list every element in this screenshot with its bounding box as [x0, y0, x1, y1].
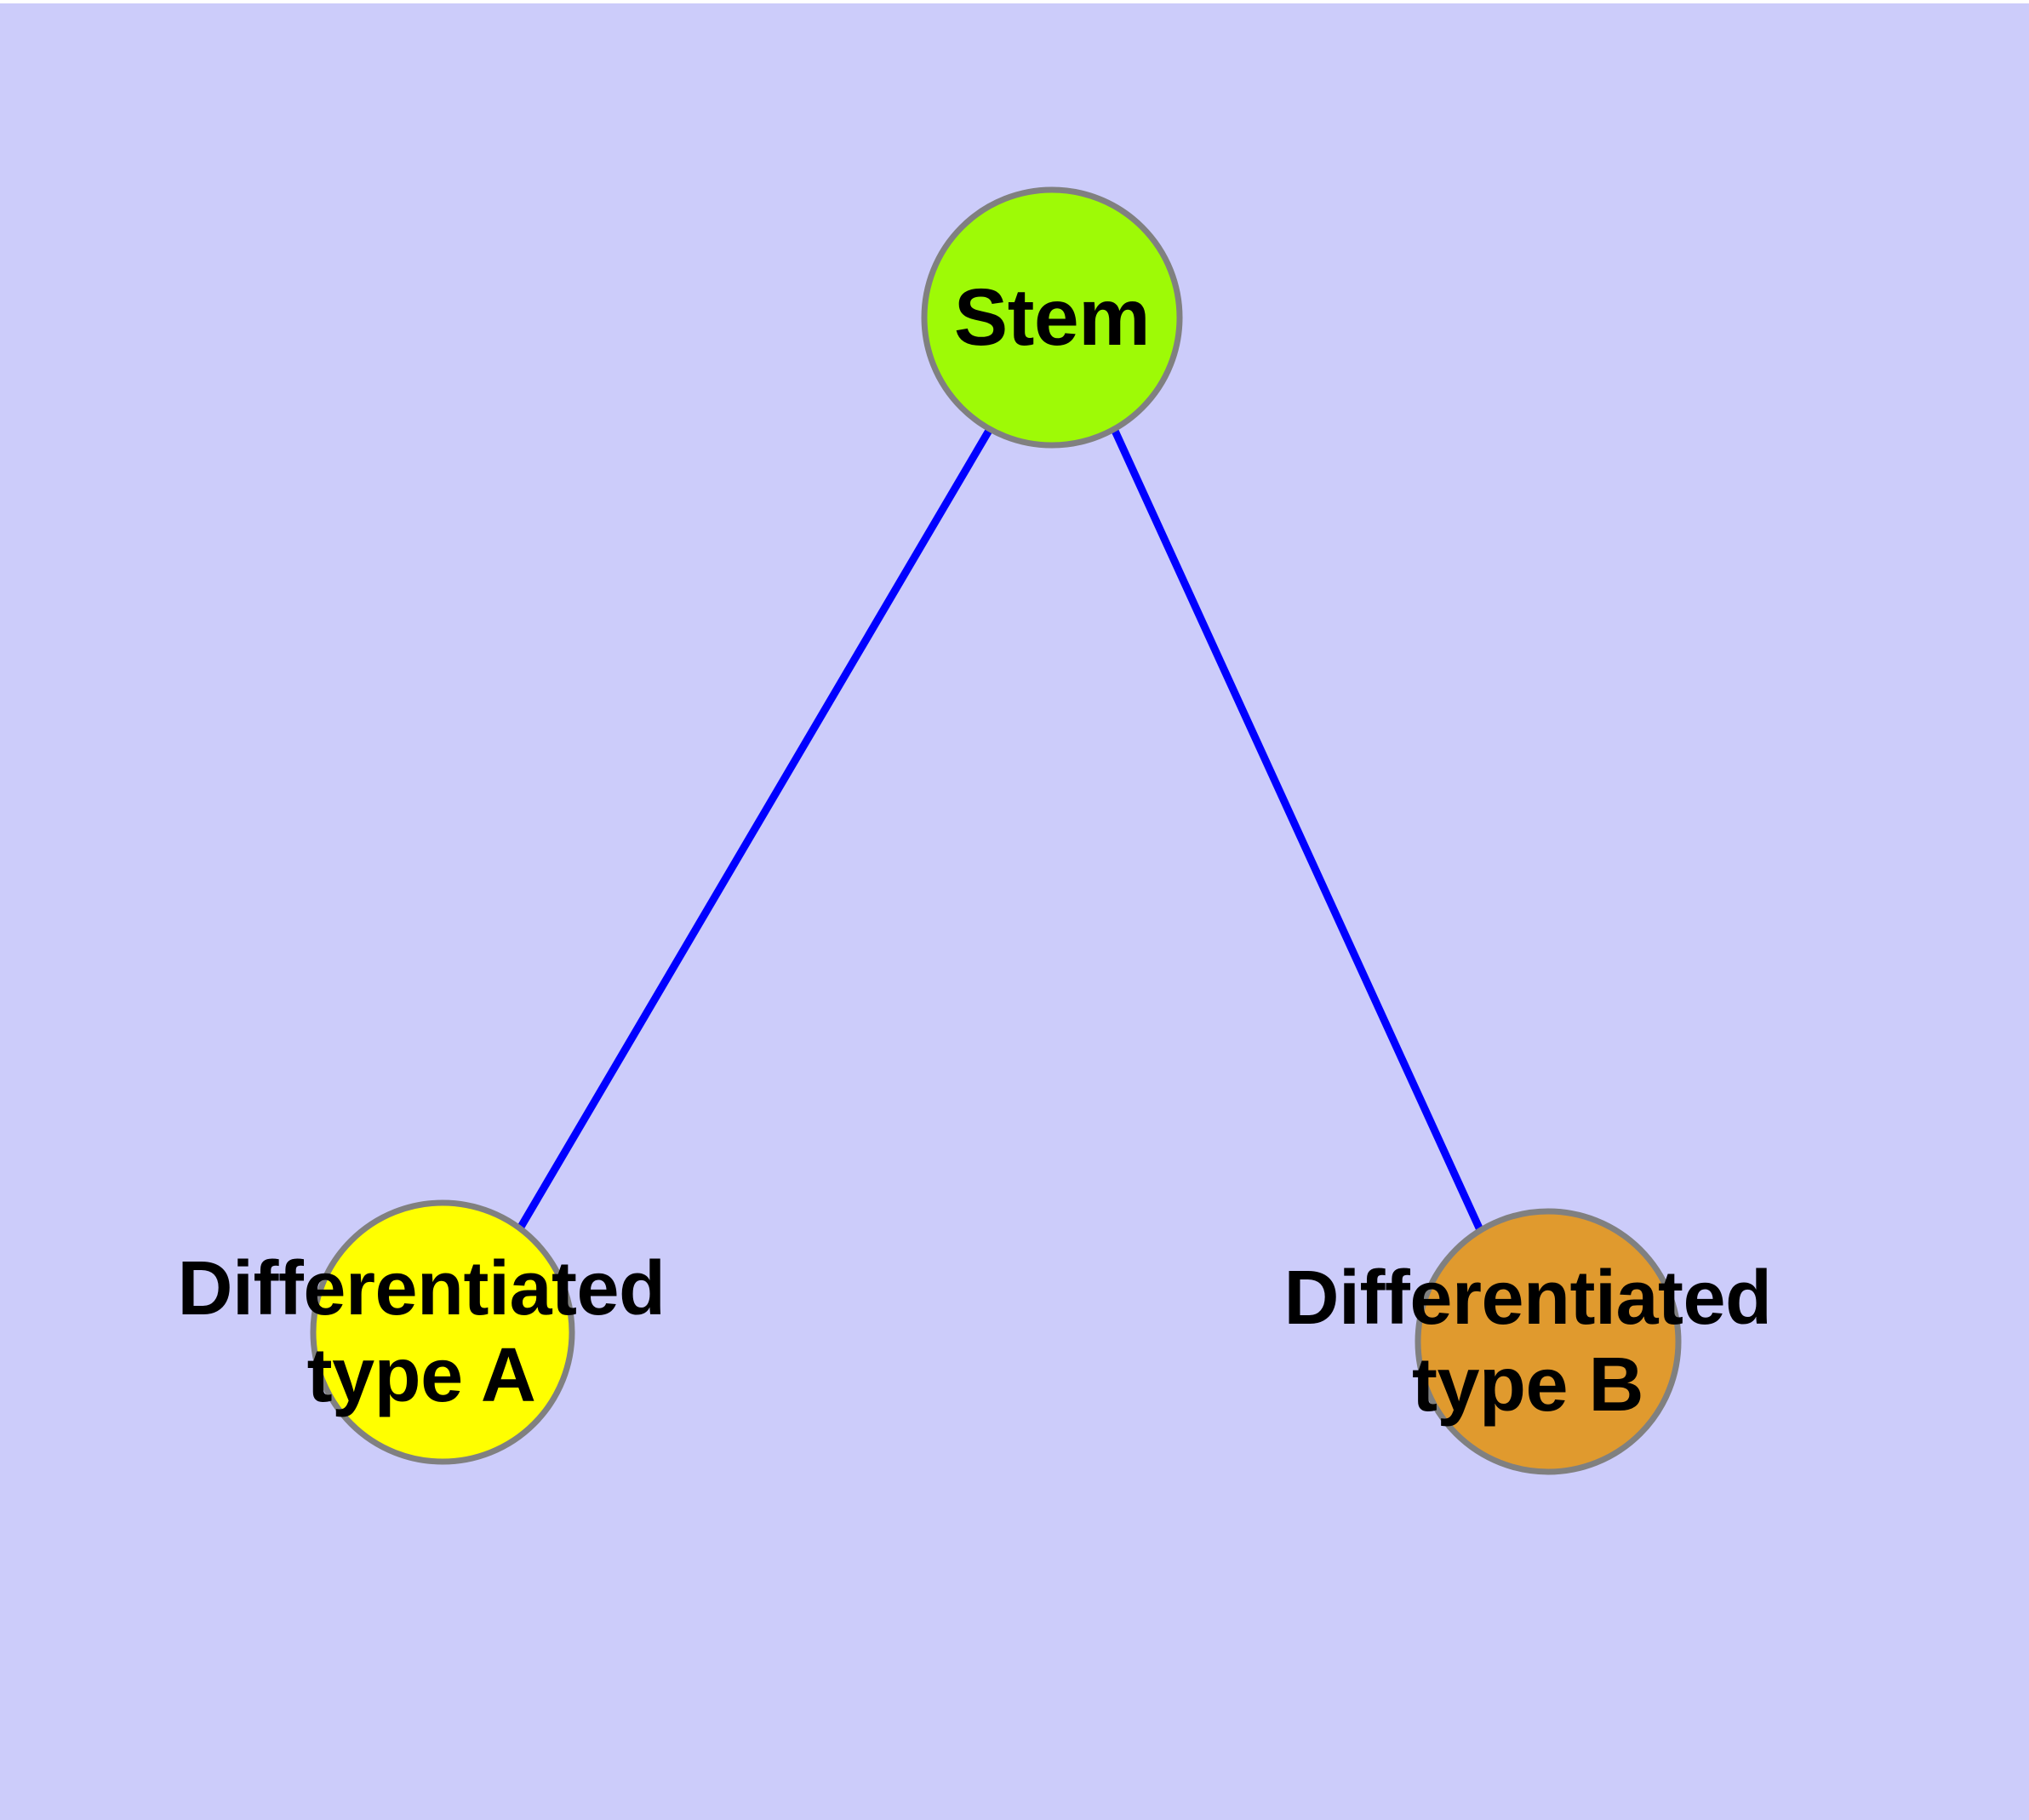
- graph-node-diff_b[interactable]: [1415, 1208, 1682, 1475]
- graph-node-diff_a[interactable]: [310, 1199, 575, 1465]
- graph-edge-stem-to-diff_b: [1111, 429, 1485, 1233]
- graph-edge-stem-to-diff_a: [517, 426, 993, 1231]
- edges-group: [517, 426, 1485, 1233]
- graph-svg: [310, 186, 1682, 1475]
- graph-node-stem[interactable]: [921, 186, 1183, 449]
- nodes-group: [310, 186, 1682, 1475]
